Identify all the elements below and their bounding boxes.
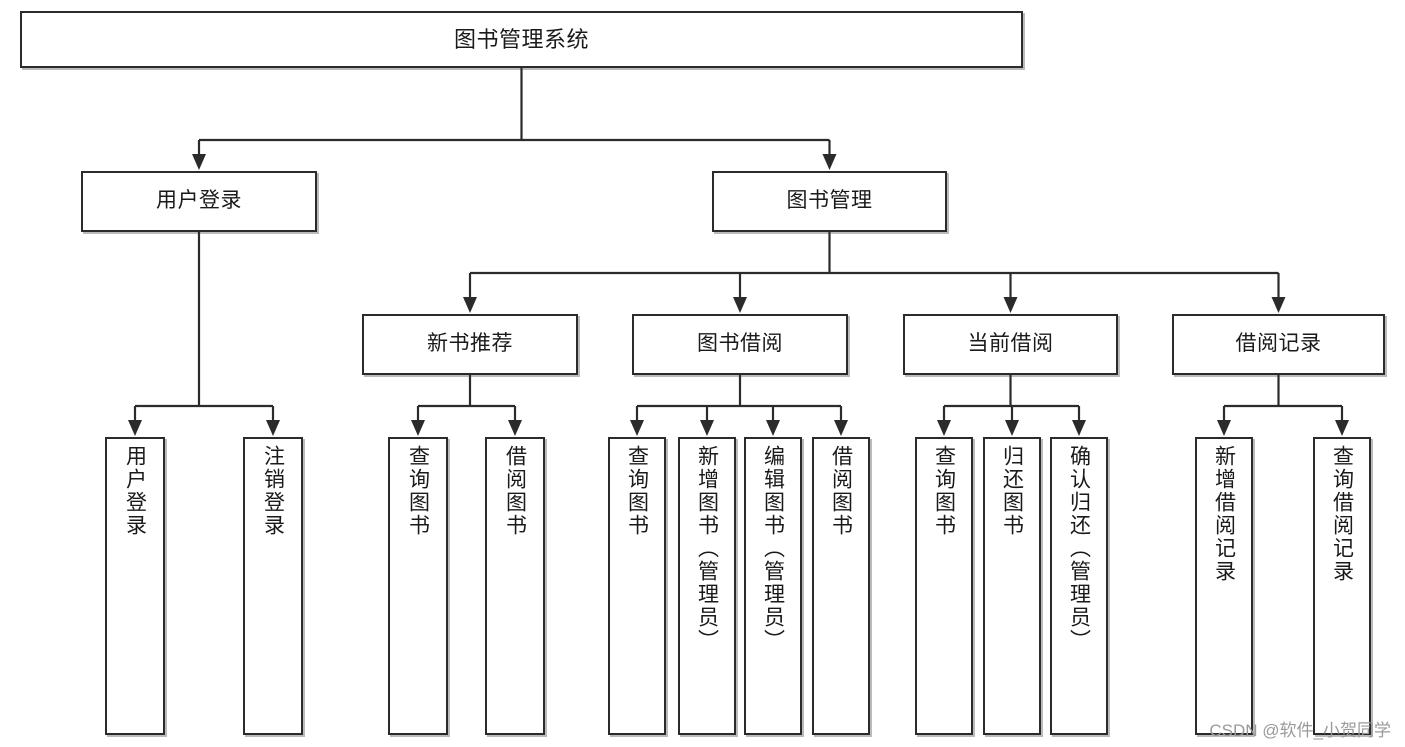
node-label: 图书借阅 bbox=[697, 332, 783, 356]
node-user-login[interactable]: 用户登录 bbox=[81, 171, 317, 232]
arrow-head-leaf-user-login bbox=[128, 420, 142, 436]
arrow-head-leaf-query-book-1 bbox=[411, 420, 425, 436]
node-leaf-add-book[interactable]: 新增图书（管理员） bbox=[678, 437, 736, 735]
node-label: 查询图书 bbox=[406, 445, 430, 537]
node-label: 新增图书（管理员） bbox=[695, 445, 719, 652]
node-leaf-user-login[interactable]: 用户登录 bbox=[105, 437, 165, 735]
node-leaf-query-book-1[interactable]: 查询图书 bbox=[388, 437, 448, 735]
node-leaf-query-record[interactable]: 查询借阅记录 bbox=[1313, 437, 1371, 735]
arrow-head-borrow-record bbox=[1271, 297, 1286, 313]
arrow-head-leaf-query-book-3 bbox=[937, 420, 951, 436]
node-label: 借阅图书 bbox=[829, 445, 853, 537]
node-leaf-logout[interactable]: 注销登录 bbox=[243, 437, 303, 735]
node-label: 查询图书 bbox=[932, 445, 956, 537]
node-leaf-return-book[interactable]: 归还图书 bbox=[983, 437, 1041, 735]
node-label: 当前借阅 bbox=[967, 332, 1054, 356]
arrow-head-leaf-query-record bbox=[1335, 420, 1349, 436]
arrow-head-book-manage bbox=[822, 154, 837, 170]
node-label: 用户登录 bbox=[123, 445, 147, 537]
node-book-manage[interactable]: 图书管理 bbox=[712, 171, 947, 232]
node-label: 借阅图书 bbox=[503, 445, 527, 537]
arrow-head-leaf-borrow-book-1 bbox=[508, 420, 522, 436]
node-label: 图书管理系统 bbox=[453, 26, 589, 52]
node-leaf-borrow-book-2[interactable]: 借阅图书 bbox=[812, 437, 870, 735]
arrow-head-current-borrow bbox=[1003, 297, 1018, 313]
arrow-head-book-borrow bbox=[733, 297, 747, 313]
node-label: 确认归还（管理员） bbox=[1067, 445, 1091, 652]
node-borrow-record[interactable]: 借阅记录 bbox=[1172, 314, 1385, 375]
node-leaf-query-book-2[interactable]: 查询图书 bbox=[608, 437, 666, 735]
node-root[interactable]: 图书管理系统 bbox=[20, 11, 1023, 68]
node-new-book-rec[interactable]: 新书推荐 bbox=[362, 314, 578, 375]
node-leaf-confirm-return[interactable]: 确认归还（管理员） bbox=[1050, 437, 1108, 735]
node-label: 归还图书 bbox=[1000, 445, 1024, 537]
arrow-head-leaf-logout bbox=[266, 420, 280, 436]
arrow-head-user-login bbox=[192, 154, 206, 170]
node-label: 用户登录 bbox=[156, 189, 242, 213]
node-label: 注销登录 bbox=[261, 445, 285, 537]
arrow-head-leaf-borrow-book-2 bbox=[834, 420, 848, 436]
node-label: 新书推荐 bbox=[427, 332, 513, 356]
node-label: 借阅记录 bbox=[1235, 332, 1322, 356]
node-label: 查询图书 bbox=[625, 445, 649, 537]
node-leaf-query-book-3[interactable]: 查询图书 bbox=[915, 437, 973, 735]
arrow-head-leaf-add-record bbox=[1217, 420, 1231, 436]
arrow-head-leaf-add-book bbox=[700, 420, 714, 436]
arrow-head-leaf-return-book bbox=[1005, 420, 1019, 436]
arrow-head-leaf-confirm-return bbox=[1072, 420, 1086, 436]
arrow-head-leaf-edit-book bbox=[766, 420, 780, 436]
node-leaf-edit-book[interactable]: 编辑图书（管理员） bbox=[744, 437, 802, 735]
node-label: 查询借阅记录 bbox=[1330, 445, 1354, 583]
node-book-borrow[interactable]: 图书借阅 bbox=[632, 314, 848, 375]
node-current-borrow[interactable]: 当前借阅 bbox=[903, 314, 1118, 375]
node-leaf-borrow-book-1[interactable]: 借阅图书 bbox=[485, 437, 545, 735]
arrow-head-leaf-query-book-2 bbox=[630, 420, 644, 436]
arrow-head-new-book-rec bbox=[463, 297, 477, 313]
csdn-watermark: CSDN @软件_小贺同学 bbox=[1209, 721, 1391, 740]
node-label: 新增借阅记录 bbox=[1212, 445, 1236, 583]
node-label: 图书管理 bbox=[786, 189, 873, 213]
node-label: 编辑图书（管理员） bbox=[761, 445, 785, 652]
node-leaf-add-record[interactable]: 新增借阅记录 bbox=[1195, 437, 1253, 735]
